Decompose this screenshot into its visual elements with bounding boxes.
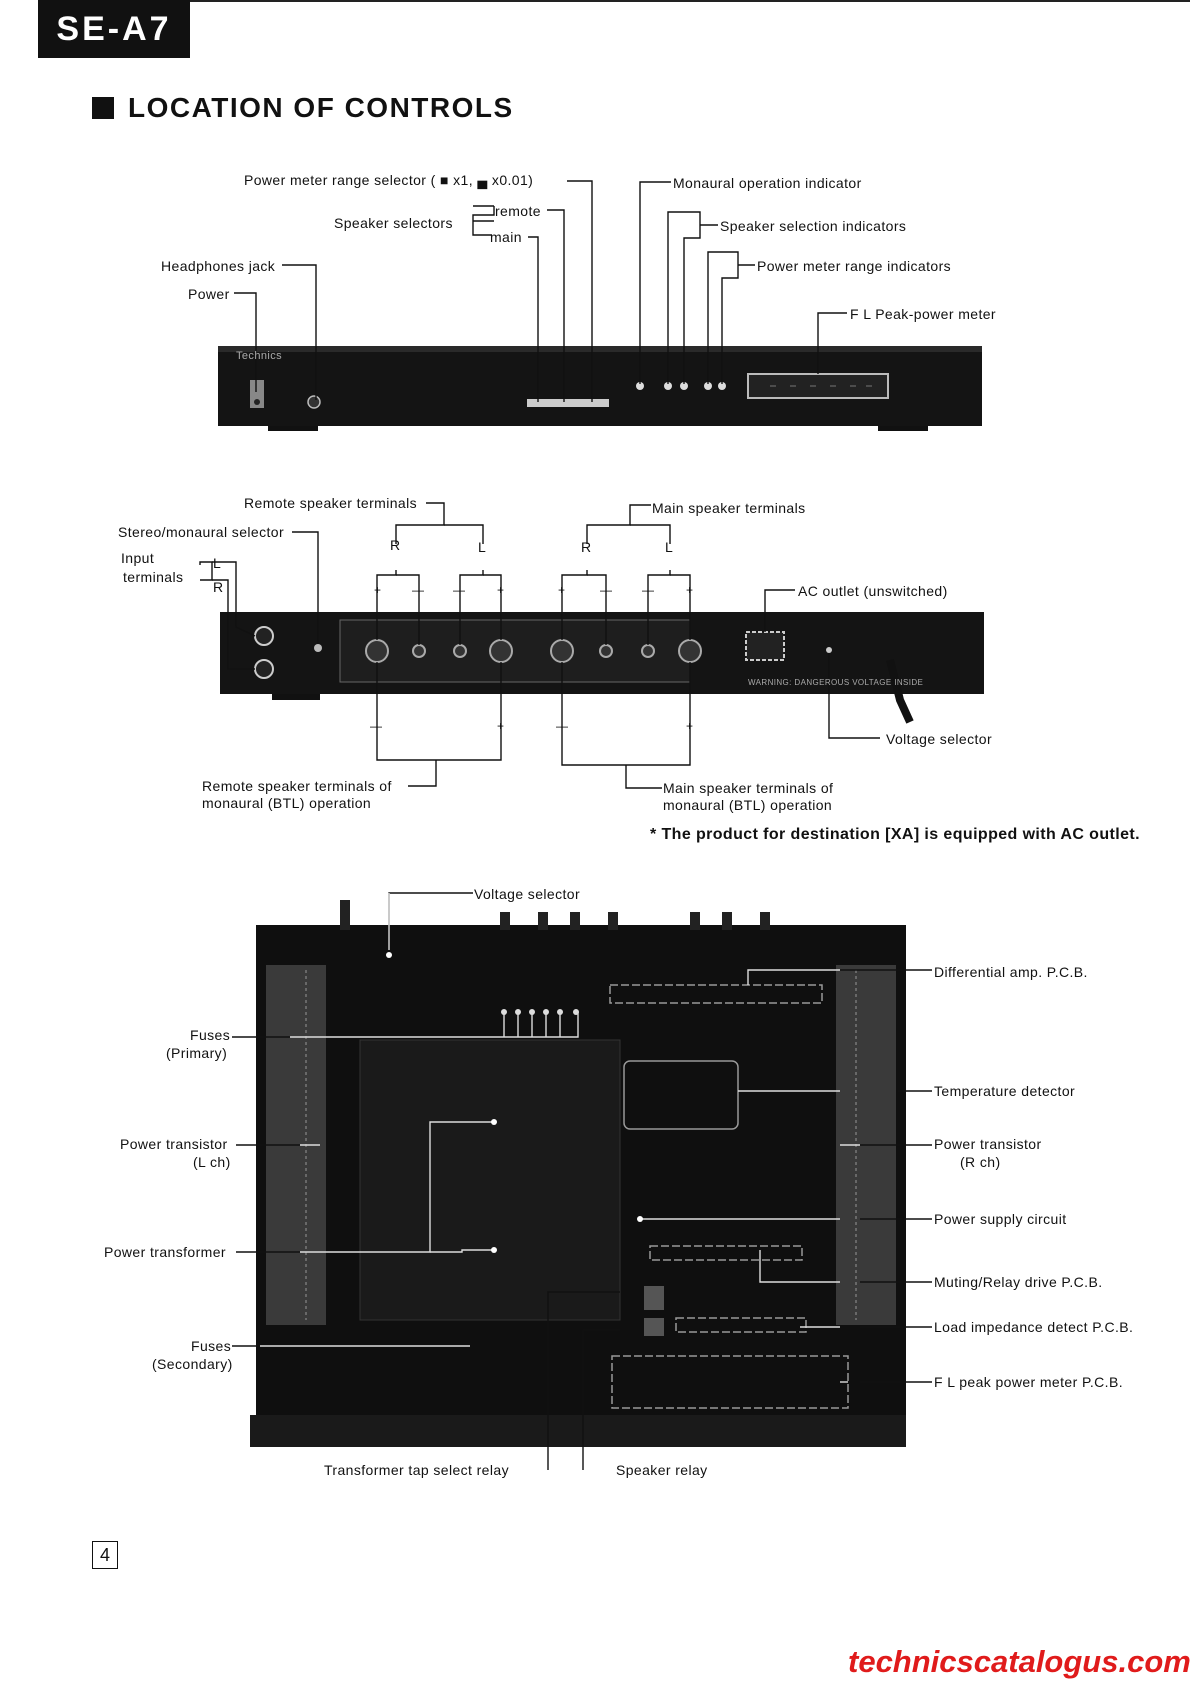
voltage-selector-switch (826, 647, 832, 653)
brand-logo: Technics (236, 350, 282, 362)
label-fuses-primary-line1: Fuses (190, 1027, 231, 1043)
speaker-terminals (365, 639, 702, 663)
fl-meter-pcb (611, 1355, 849, 1409)
label-temperature-detector: Temperature detector (934, 1083, 1076, 1099)
power-transformer (359, 1039, 621, 1321)
label-power: Power (188, 286, 230, 302)
input-jack-l (254, 626, 274, 646)
load-impedance-pcb (675, 1317, 807, 1333)
label-voltage-selector-internal: Voltage selector (474, 886, 581, 902)
label-transformer-tap-relay: Transformer tap select relay (324, 1462, 509, 1478)
page-number: 4 (92, 1541, 118, 1569)
label-power-transistor-l-line2: (L ch) (193, 1154, 231, 1170)
label-fl-peak-meter-pcb: F L peak power meter P.C.B. (934, 1374, 1123, 1390)
label-muting-relay: Muting/Relay drive P.C.B. (934, 1274, 1103, 1290)
stereo-monaural-selector (314, 644, 322, 652)
selector-buttons (527, 399, 609, 407)
destination-note: * The product for destination [XA] is eq… (650, 826, 1140, 843)
chassis (256, 925, 906, 1443)
svg-text:—: — (412, 583, 424, 597)
fl-meter-window (747, 373, 889, 399)
muting-relay-pcb (649, 1245, 803, 1261)
front-panel-body (218, 346, 982, 426)
label-power-transistor-r-line1: Power transistor (934, 1136, 1042, 1152)
svg-text:+: + (497, 719, 504, 733)
label-fl-peak-power-meter: F L Peak-power meter (850, 306, 996, 322)
svg-text:—: — (370, 719, 382, 733)
input-jack-r (254, 659, 274, 679)
label-headphones-jack: Headphones jack (161, 258, 276, 274)
svg-text:—: — (642, 583, 654, 597)
label-power-supply-circuit: Power supply circuit (934, 1211, 1067, 1227)
heatsinks (266, 965, 896, 1325)
transformer-tap-relay (644, 1286, 664, 1310)
label-input-r: R (213, 579, 224, 595)
watermark: technicscatalogus.com (848, 1644, 1190, 1679)
label-remote-btl-line1: Remote speaker terminals of (202, 778, 392, 794)
label-remote-ch-r: R (390, 537, 401, 553)
label-voltage-selector-rear: Voltage selector (886, 731, 993, 747)
svg-text:+: + (497, 583, 504, 597)
label-main-ch-l: L (665, 539, 674, 555)
label-power-transformer: Power transformer (104, 1244, 226, 1260)
label-input-terminals-line1: Input (121, 550, 155, 566)
label-remote-ch-l: L (478, 539, 487, 555)
label-main-ch-r: R (581, 539, 592, 555)
label-main-btl-line2: monaural (BTL) operation (663, 797, 833, 813)
svg-text:+: + (374, 583, 381, 597)
label-power-transistor-r-line2: (R ch) (960, 1154, 1001, 1170)
label-power-meter-range-indicators: Power meter range indicators (757, 258, 952, 274)
label-remote-btl-line2: monaural (BTL) operation (202, 795, 372, 811)
label-fuses-primary-line2: (Primary) (166, 1045, 228, 1061)
svg-text:+: + (558, 583, 565, 597)
ac-outlet (745, 631, 785, 661)
svg-text:—: — (453, 583, 465, 597)
differential-amp-pcb (609, 984, 823, 1004)
label-remote-speaker-terminals: Remote speaker terminals (244, 495, 417, 511)
svg-text:+: + (686, 583, 693, 597)
label-load-impedance: Load impedance detect P.C.B. (934, 1319, 1134, 1335)
label-monaural-indicator: Monaural operation indicator (673, 175, 862, 191)
label-speaker-relay: Speaker relay (616, 1462, 708, 1478)
label-main-btl-line1: Main speaker terminals of (663, 780, 834, 796)
svg-text:+: + (686, 719, 693, 733)
label-stereo-monaural-selector: Stereo/monaural selector (118, 524, 285, 540)
svg-text:—: — (556, 719, 568, 733)
label-power-meter-range-selector: Power meter range selector ( ■ x1, ▄ x0.… (244, 172, 534, 188)
label-power-transistor-l-line1: Power transistor (120, 1136, 228, 1152)
label-fuses-secondary-line1: Fuses (191, 1338, 232, 1354)
label-speaker-selectors: Speaker selectors (334, 215, 453, 231)
section-heading: LOCATION OF CONTROLS (92, 92, 514, 124)
square-bullet-icon (92, 97, 114, 119)
label-fuses-secondary-line2: (Secondary) (152, 1356, 233, 1372)
section-title: LOCATION OF CONTROLS (128, 92, 514, 123)
label-speaker-selection-indicators: Speaker selection indicators (720, 218, 907, 234)
temperature-detector-board (623, 1060, 739, 1130)
label-input-l: L (213, 555, 222, 571)
label-input-terminals-line2: terminals (123, 569, 184, 585)
label-main-speaker-terminals: Main speaker terminals (652, 500, 806, 516)
label-differential-amp: Differential amp. P.C.B. (934, 964, 1088, 980)
top-rule (190, 0, 1190, 2)
svg-text:—: — (600, 583, 612, 597)
label-remote: remote (495, 203, 541, 219)
power-switch (250, 380, 264, 408)
headphones-jack (307, 395, 321, 409)
label-ac-outlet: AC outlet (unswitched) (798, 583, 948, 599)
label-main: main (490, 229, 522, 245)
model-badge: SE-A7 (38, 0, 190, 58)
rear-warning-text: WARNING: DANGEROUS VOLTAGE INSIDE (748, 678, 924, 687)
speaker-relay-part (644, 1318, 664, 1336)
